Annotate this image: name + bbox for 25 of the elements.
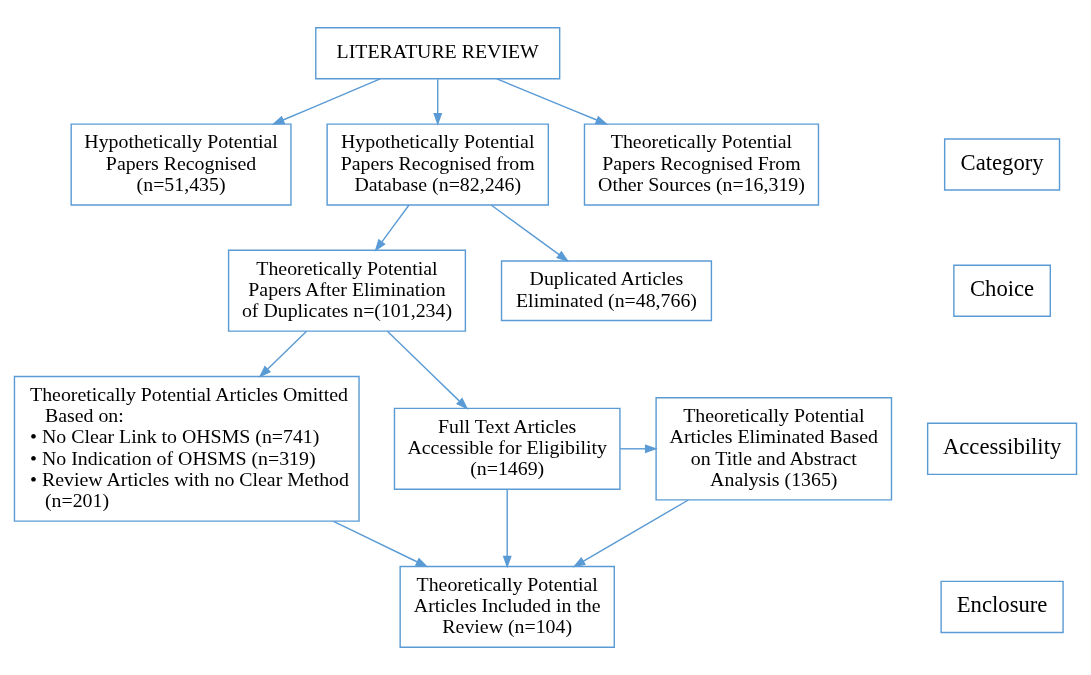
arrow — [572, 499, 690, 568]
node-box: Duplicated Articles Eliminated (n=48,766) — [500, 260, 713, 322]
node-box: Enclosure — [940, 580, 1064, 634]
arrow — [258, 330, 308, 378]
node-box: Hypothetically Potential Papers Recognised from Database (n=82,246) — [326, 123, 550, 206]
node-box: Category — [943, 138, 1061, 191]
arrow — [433, 78, 443, 126]
arrow — [332, 520, 429, 568]
node-box: LITERATURE REVIEW — [315, 26, 561, 80]
arrow — [502, 488, 512, 569]
node-box: Full Text Articles Accessible for Eligibility (n=1469) — [393, 407, 621, 490]
arrow — [490, 204, 570, 262]
arrow — [619, 444, 658, 454]
arrow — [386, 330, 469, 410]
node-box: Choice — [953, 264, 1051, 317]
node-box: Theoretically Potential Papers After Elimination of Duplicates n=(101,234) — [227, 249, 467, 332]
node-box: Theoretically Potential Articles Eliminated Based on Title and Abstract Analysis (1365) — [655, 397, 893, 501]
node-box: Accessibility — [926, 422, 1078, 476]
node-box: Theoretically Potential Articles Included in the Review (n=104) — [399, 565, 615, 649]
node-box: Theoretically Potential Articles Omitted Based on: • No Clear Link to OHSMS (n=741) • No Indication of OHSMS (n=319) • Review Articles with no Clear Method (n=201) — [13, 375, 360, 522]
arrow — [271, 78, 381, 125]
node-box: Theoretically Potential Papers Recognised From Other Sources (n=16,319) — [583, 123, 820, 206]
arrow — [374, 204, 410, 252]
arrow — [496, 78, 609, 125]
node-box: Hypothetically Potential Papers Recognised (n=51,435) — [70, 123, 292, 206]
